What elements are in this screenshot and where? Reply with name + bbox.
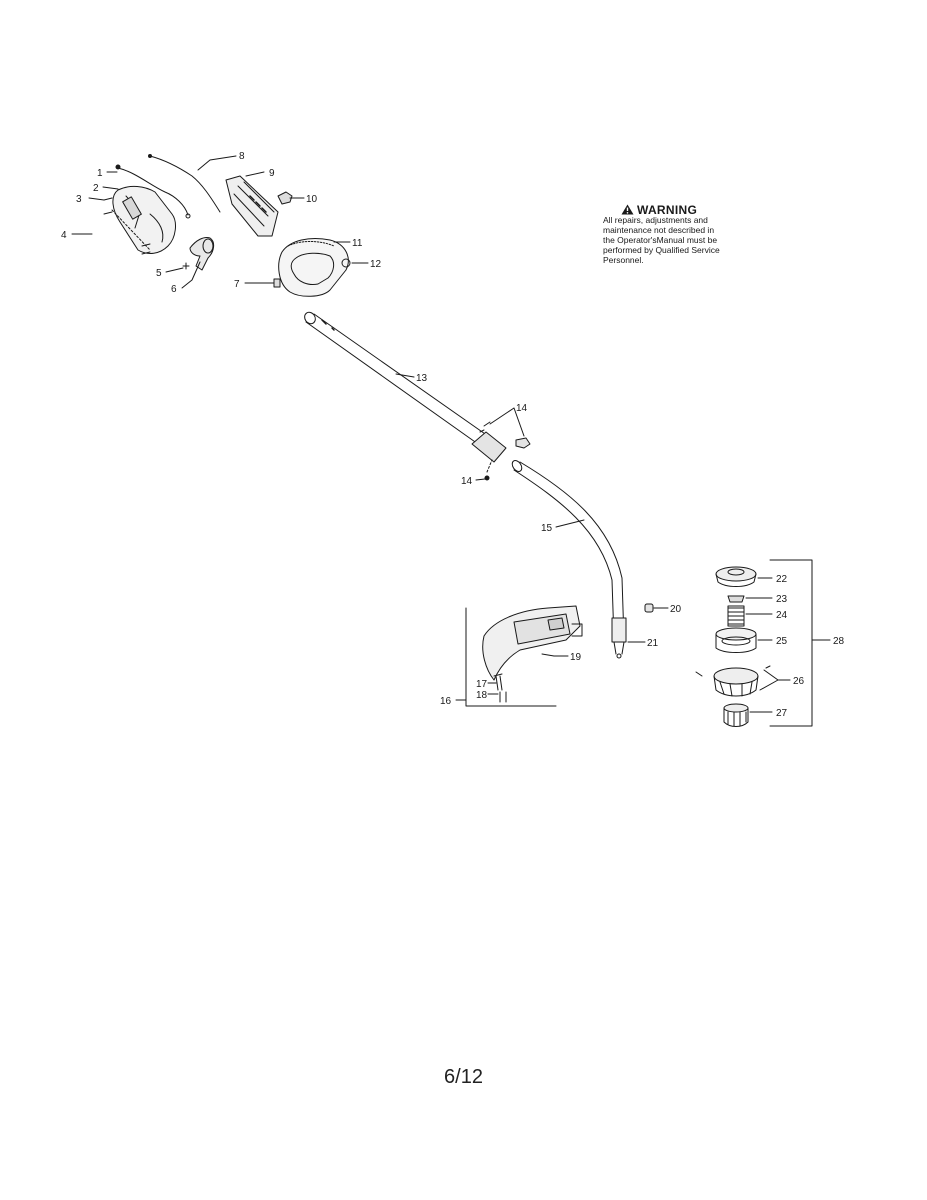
handle-screws: [103, 197, 151, 255]
page-number: 6/12: [444, 1066, 483, 1088]
part-label-18: 18: [476, 690, 488, 701]
clamp-nut: [277, 191, 293, 205]
part-label-8: 8: [239, 151, 245, 162]
screws-18: [499, 691, 507, 703]
drive-shaft-end: [611, 617, 627, 659]
part-label-26: 26: [793, 676, 805, 687]
part-label-11: 11: [352, 238, 363, 249]
handle-bolt: [259, 278, 281, 288]
part-label-25: 25: [776, 636, 788, 647]
part-label-28: 28: [833, 636, 845, 647]
handle-bracket: [225, 175, 279, 237]
trimmer-head-cover: [715, 566, 757, 587]
blade-screw-19: [541, 653, 555, 657]
shaft-coupler: [471, 421, 531, 481]
part-label-6: 6: [171, 284, 177, 295]
throttle-trigger: [189, 237, 215, 271]
part-label-5: 5: [156, 268, 162, 279]
part-label-14-bottom: 14: [461, 476, 473, 487]
warning-title: WARNING: [621, 202, 753, 217]
part-label-13: 13: [416, 373, 428, 384]
part-label-27: 27: [776, 708, 788, 719]
trimmer-head-housing: [695, 665, 771, 697]
handle-knob: [341, 258, 351, 268]
trimmer-head-spring: [727, 605, 745, 627]
deflector-shield: [482, 605, 583, 681]
part-label-23: 23: [776, 594, 788, 605]
warning-title-text: WARNING: [637, 202, 698, 217]
line-cutter-17: [493, 673, 503, 691]
warning-line-1: All repairs, adjustments and: [603, 215, 708, 225]
part-label-15: 15: [541, 523, 553, 534]
part-label-20: 20: [670, 604, 682, 615]
part-label-22: 22: [776, 574, 788, 585]
throttle-handle-housing: [112, 185, 176, 254]
trimmer-head-washer: [727, 595, 745, 603]
shaft-clip: [644, 603, 654, 613]
part-label-24: 24: [776, 610, 788, 621]
part-label-17: 17: [476, 679, 488, 690]
warning-triangle-icon: [621, 204, 634, 215]
warning-line-4: performed by Qualified Service: [603, 245, 720, 255]
part-label-14-top: 14: [516, 403, 528, 414]
upper-shaft-tube: [304, 311, 489, 445]
part-label-16: 16: [440, 696, 452, 707]
trimmer-head-bracket: [769, 559, 831, 727]
ignition-wire: [148, 154, 221, 213]
part-label-4: 4: [61, 230, 67, 241]
part-label-19: 19: [570, 652, 582, 663]
trimmer-head-bump-knob: [723, 703, 749, 727]
warning-line-3: the Operator'sManual must be: [603, 235, 718, 245]
part-label-1: 1: [97, 168, 103, 179]
part-label-12: 12: [370, 259, 382, 270]
warning-line-2: maintenance not described in: [603, 225, 715, 235]
warning-notice: WARNING All repairs, adjustments and mai…: [603, 202, 753, 266]
loop-handle: [278, 238, 349, 297]
part-label-21: 21: [647, 638, 659, 649]
small-screw-5: [182, 262, 190, 270]
part-label-10: 10: [306, 194, 318, 205]
part-label-7: 7: [234, 279, 240, 290]
part-label-2: 2: [93, 183, 99, 194]
part-label-9: 9: [269, 168, 275, 179]
leader-lines: [71, 155, 791, 713]
part-label-3: 3: [76, 194, 82, 205]
throttle-cable: [115, 164, 191, 219]
warning-line-5: Personnel.: [603, 255, 644, 265]
trimmer-line-spool: [715, 627, 757, 653]
deflector-bracket-outline: [465, 607, 557, 707]
